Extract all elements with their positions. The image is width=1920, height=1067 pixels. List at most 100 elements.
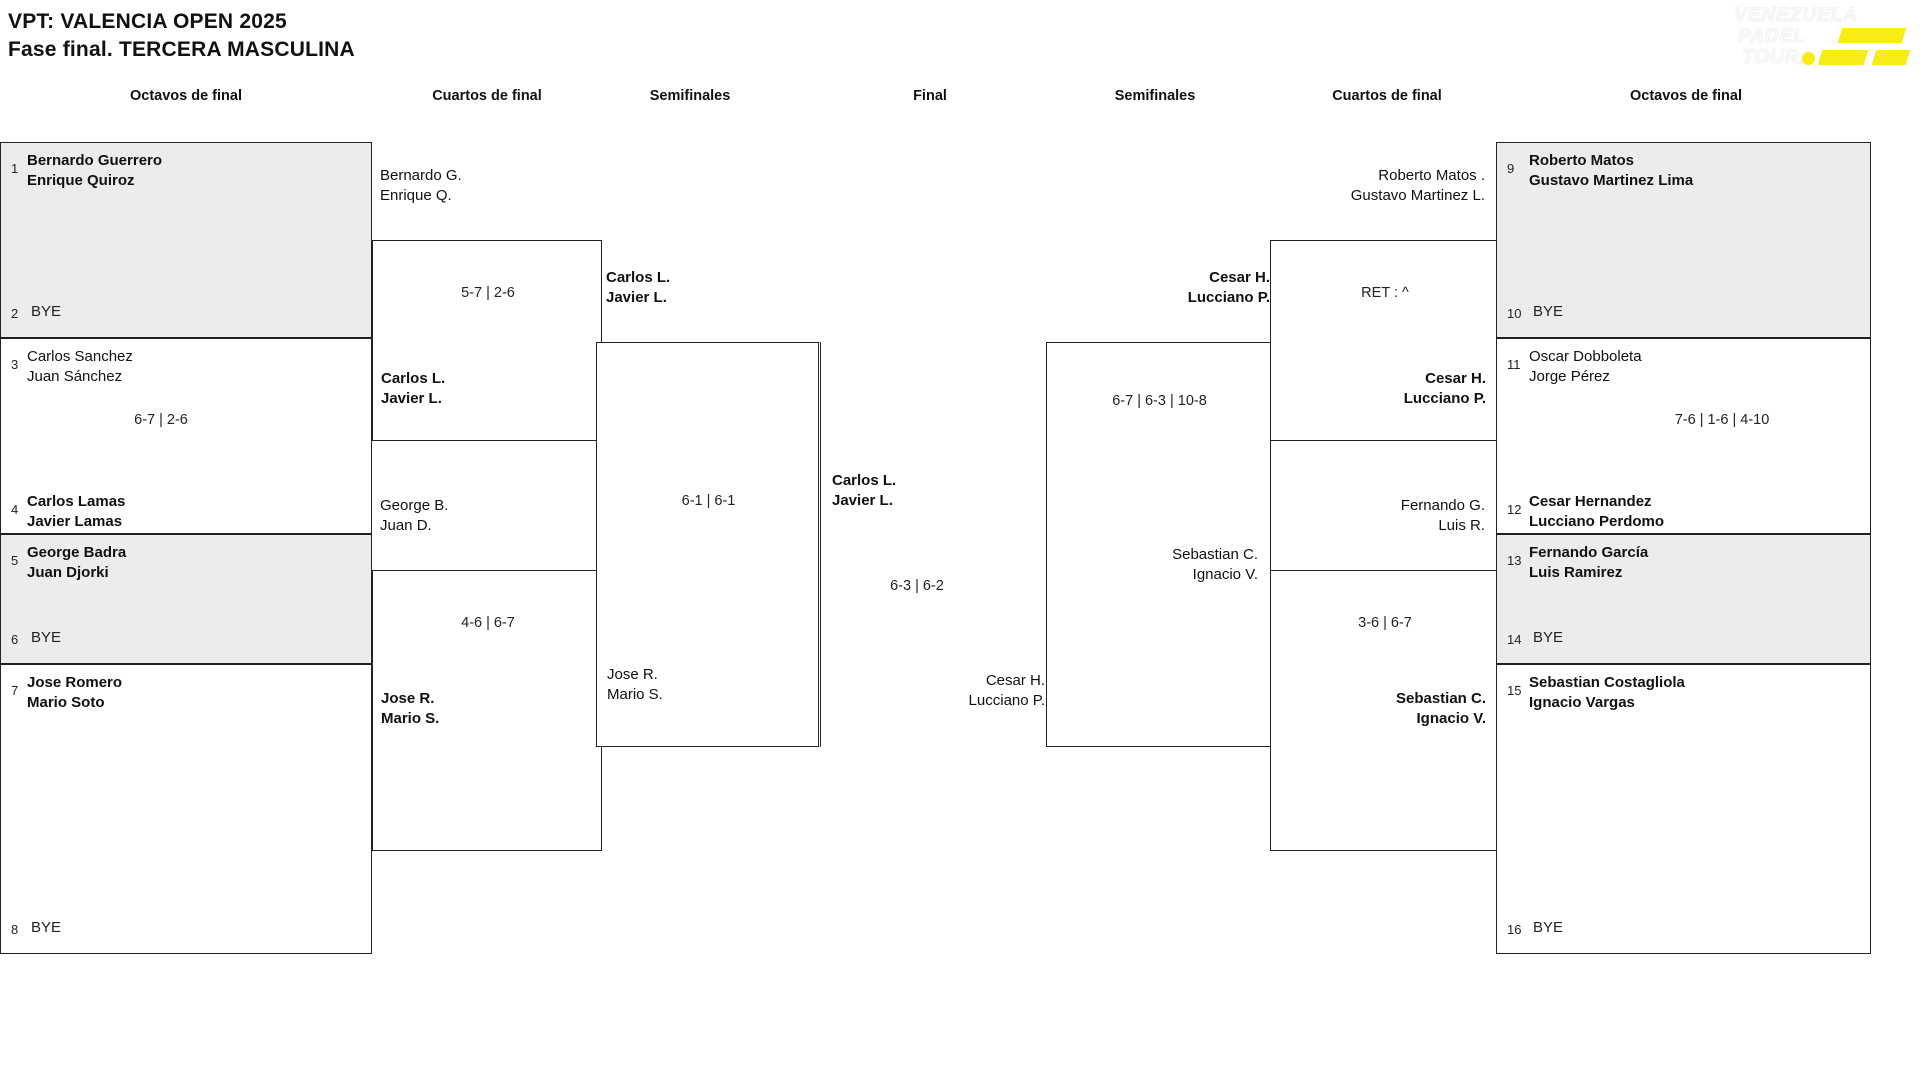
- player-1: Roberto Matos .: [1378, 167, 1485, 184]
- venezuela-padel-tour-logo: VENEZUELA PADEL TOUR.: [1728, 4, 1911, 72]
- bye-label: BYE: [1533, 629, 1564, 646]
- team-names: Cesar Hernandez Lucciano Perdomo: [1529, 492, 1664, 531]
- player-1: Carlos Lamas: [27, 493, 126, 510]
- left-sf-match[interactable]: 6-1 | 6-1 Jose R. Mario S.: [596, 342, 819, 747]
- team-names: Bernardo G. Enrique Q.: [380, 166, 462, 205]
- player-2: Gustavo Martinez Lima: [1529, 171, 1694, 189]
- left-qf-match-1[interactable]: 5-7 | 2-6 Carlos L. Javier L.: [372, 240, 602, 441]
- round-header-right-sf: Semifinales: [1114, 88, 1196, 104]
- match-score: 6-1 | 6-1: [681, 493, 736, 509]
- player-1: Sebastian C.: [1395, 690, 1486, 707]
- seed-number: 6: [11, 632, 19, 647]
- round-header-left-sf: Semifinales: [649, 88, 731, 104]
- bye-label: BYE: [1533, 919, 1564, 936]
- logo-line-2: PADEL: [1738, 26, 1806, 48]
- left-qf-slot-1[interactable]: Bernardo G. Enrique Q.: [372, 160, 602, 240]
- left-r16-match-3[interactable]: 5 George Badra Juan Djorki 6 BYE: [0, 534, 372, 664]
- left-sf-slot-1[interactable]: Carlos L. Javier L.: [596, 262, 826, 342]
- right-r16-match-4[interactable]: 15 Sebastian Costagliola Ignacio Vargas …: [1496, 664, 1871, 954]
- seed-number: 1: [11, 161, 19, 176]
- round-header-right-qf: Cuartos de final: [1332, 88, 1442, 104]
- match-score: 7-6 | 1-6 | 4-10: [1674, 412, 1770, 428]
- right-qf-slot-3[interactable]: Fernando G. Luis R.: [1270, 490, 1500, 570]
- right-qf-match-1[interactable]: RET : ^ Cesar H. Lucciano P.: [1270, 240, 1498, 441]
- title-line-2: Fase final. TERCERA MASCULINA: [8, 37, 355, 61]
- seed-number: 16: [1507, 922, 1522, 937]
- left-r16-match-2[interactable]: 3 Carlos Sanchez Juan Sánchez 4 Carlos L…: [0, 338, 372, 534]
- team-names: Carlos Sanchez Juan Sánchez: [27, 347, 133, 386]
- round-header-left-r16: Octavos de final: [129, 88, 242, 104]
- player-2: Gustavo Martinez L.: [1350, 186, 1485, 204]
- player-1: Jose Romero: [27, 674, 123, 691]
- player-2: Juan D.: [380, 516, 432, 534]
- player-2: Enrique Quiroz: [27, 171, 135, 189]
- player-1: Bernardo G.: [380, 167, 462, 184]
- player-2: Enrique Q.: [380, 186, 452, 204]
- left-r16-match-1[interactable]: 1 Bernardo Guerrero Enrique Quiroz 2 BYE: [0, 142, 372, 338]
- player-1: Carlos L.: [832, 472, 897, 489]
- bye-label: BYE: [31, 303, 62, 320]
- match-score: RET : ^: [1361, 285, 1409, 301]
- player-2: Javier L.: [381, 389, 442, 407]
- bye-label: BYE: [1533, 303, 1564, 320]
- seed-number: 4: [11, 502, 19, 517]
- team-names: Jose R. Mario S.: [381, 689, 439, 728]
- player-2: Lucciano P.: [1187, 288, 1270, 306]
- player-1: Roberto Matos: [1529, 152, 1634, 169]
- team-names: Bernardo Guerrero Enrique Quiroz: [27, 151, 162, 190]
- team-names: Carlos L. Javier L.: [381, 369, 445, 408]
- team-names: Jose R. Mario S.: [607, 665, 663, 704]
- seed-number: 8: [11, 922, 19, 937]
- final-divider-line: [820, 342, 821, 747]
- player-2: Luis R.: [1438, 516, 1485, 534]
- logo-accent-bar-2: [1817, 50, 1869, 65]
- seed-number: 3: [11, 357, 19, 372]
- match-score: 5-7 | 2-6: [461, 285, 515, 301]
- final-slot-top[interactable]: Carlos L. Javier L.: [822, 465, 1012, 545]
- match-score: 3-6 | 6-7: [1358, 615, 1412, 631]
- round-header-left-qf: Cuartos de final: [432, 88, 542, 104]
- player-2: Jorge Pérez: [1529, 367, 1610, 385]
- logo-accent-dot: [1802, 52, 1815, 65]
- right-r16-match-2[interactable]: 11 Oscar Dobboleta Jorge Pérez 12 Cesar …: [1496, 338, 1871, 534]
- team-names: George Badra Juan Djorki: [27, 543, 126, 582]
- player-1: Cesar H.: [1425, 370, 1486, 387]
- player-1: Jose R.: [381, 690, 435, 707]
- left-qf-slot-3[interactable]: George B. Juan D.: [372, 490, 602, 570]
- round-header-right-r16: Octavos de final: [1629, 88, 1742, 104]
- right-r16-match-1[interactable]: 9 Roberto Matos Gustavo Martinez Lima 10…: [1496, 142, 1871, 338]
- logo-accent-bar-3: [1871, 50, 1911, 65]
- left-qf-match-2[interactable]: 4-6 | 6-7 Jose R. Mario S.: [372, 570, 602, 851]
- player-1: Cesar H.: [1209, 269, 1270, 286]
- right-r16-match-3[interactable]: 13 Fernando García Luis Ramirez 14 BYE: [1496, 534, 1871, 664]
- player-2: Luis Ramirez: [1529, 563, 1623, 581]
- left-r16-match-4[interactable]: 7 Jose Romero Mario Soto 8 BYE: [0, 664, 372, 954]
- player-2: Lucciano P.: [968, 691, 1045, 709]
- seed-number: 13: [1507, 553, 1522, 568]
- right-sf-match[interactable]: 6-7 | 6-3 | 10-8 Sebastian C. Ignacio V.: [1046, 342, 1271, 747]
- team-names: Carlos L. Javier L.: [606, 268, 670, 307]
- right-qf-match-2[interactable]: 3-6 | 6-7 Sebastian C. Ignacio V.: [1270, 570, 1498, 851]
- player-2: Juan Sánchez: [27, 367, 123, 385]
- player-2: Lucciano P.: [1403, 389, 1486, 407]
- right-qf-slot-1[interactable]: Roberto Matos . Gustavo Martinez L.: [1270, 160, 1500, 240]
- logo-line-3: TOUR.: [1742, 47, 1806, 69]
- seed-number: 15: [1507, 683, 1522, 698]
- player-1: Cesar Hernandez: [1529, 493, 1652, 510]
- team-names: Sebastian C. Ignacio V.: [1047, 545, 1258, 584]
- seed-number: 9: [1507, 161, 1515, 176]
- team-names: George B. Juan D.: [380, 496, 448, 535]
- player-1: Cesar H.: [985, 672, 1045, 689]
- team-names: Sebastian C. Ignacio V.: [1271, 689, 1486, 728]
- seed-number: 2: [11, 306, 19, 321]
- player-2: Mario Soto: [27, 693, 105, 711]
- player-2: Mario S.: [607, 685, 663, 703]
- team-names: Carlos L. Javier L.: [832, 471, 896, 510]
- player-1: Carlos L.: [606, 269, 671, 286]
- player-1: Oscar Dobboleta: [1529, 348, 1642, 365]
- right-sf-slot-1[interactable]: Cesar H. Lucciano P.: [1055, 262, 1285, 342]
- team-names: Oscar Dobboleta Jorge Pérez: [1529, 347, 1642, 386]
- final-slot-bottom[interactable]: Cesar H. Lucciano P.: [880, 665, 1060, 745]
- final-score: 6-3 | 6-2: [890, 578, 944, 594]
